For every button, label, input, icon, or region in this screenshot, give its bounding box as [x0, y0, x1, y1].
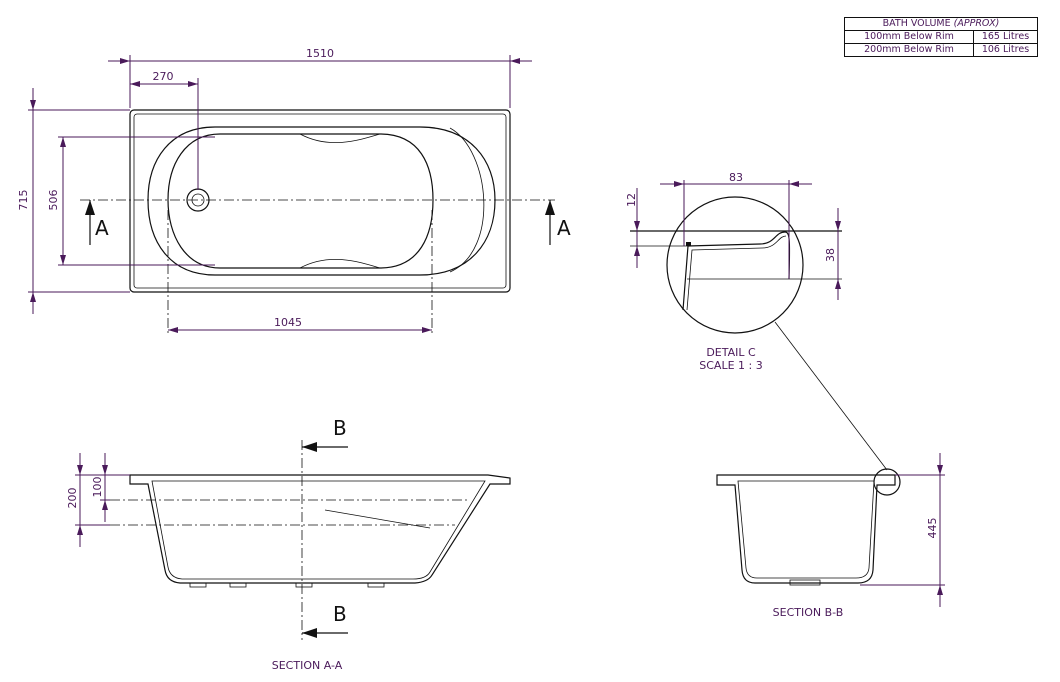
section-marker-a-left: A — [95, 216, 109, 240]
dim-12-label: 12 — [625, 193, 638, 207]
detail-c: 83 12 38 DETAIL C SCALE 1 : 3 — [625, 171, 888, 471]
dim-inner-length-label: 1045 — [274, 316, 302, 329]
section-b-b-label: SECTION B-B — [773, 606, 844, 619]
detail-c-scale: SCALE 1 : 3 — [699, 359, 762, 372]
plan-view — [80, 109, 555, 335]
dim-445-label: 445 — [926, 518, 939, 539]
section-marker-a-right: A — [557, 216, 571, 240]
volume-note: (APPROX) — [953, 18, 1000, 29]
depth-cell: 200mm Below Rim — [844, 43, 974, 57]
dim-waste-offset-label: 270 — [153, 70, 174, 83]
plan-dimensions: 1510 270 715 506 1045 A A — [17, 47, 571, 333]
section-a-a-label: SECTION A-A — [272, 659, 343, 672]
dim-83-label: 83 — [729, 171, 743, 184]
section-marker-b-bottom: B — [333, 602, 347, 626]
volume-cell: 106 Litres — [973, 43, 1038, 57]
section-b-b: 445 SECTION B-B — [716, 453, 945, 619]
dim-200-label: 200 — [66, 488, 79, 509]
volume-title: BATH VOLUME — [882, 18, 951, 29]
dim-100-label: 100 — [91, 477, 104, 498]
dim-length-label: 1510 — [306, 47, 334, 60]
section-marker-b-top: B — [333, 416, 347, 440]
detail-c-title: DETAIL C — [706, 346, 756, 359]
dim-width-label: 715 — [17, 190, 30, 211]
dim-38-label: 38 — [824, 248, 837, 262]
section-a-a: B B 200 100 SECTION A-A — [66, 416, 511, 672]
dim-inner-width-label: 506 — [47, 190, 60, 211]
